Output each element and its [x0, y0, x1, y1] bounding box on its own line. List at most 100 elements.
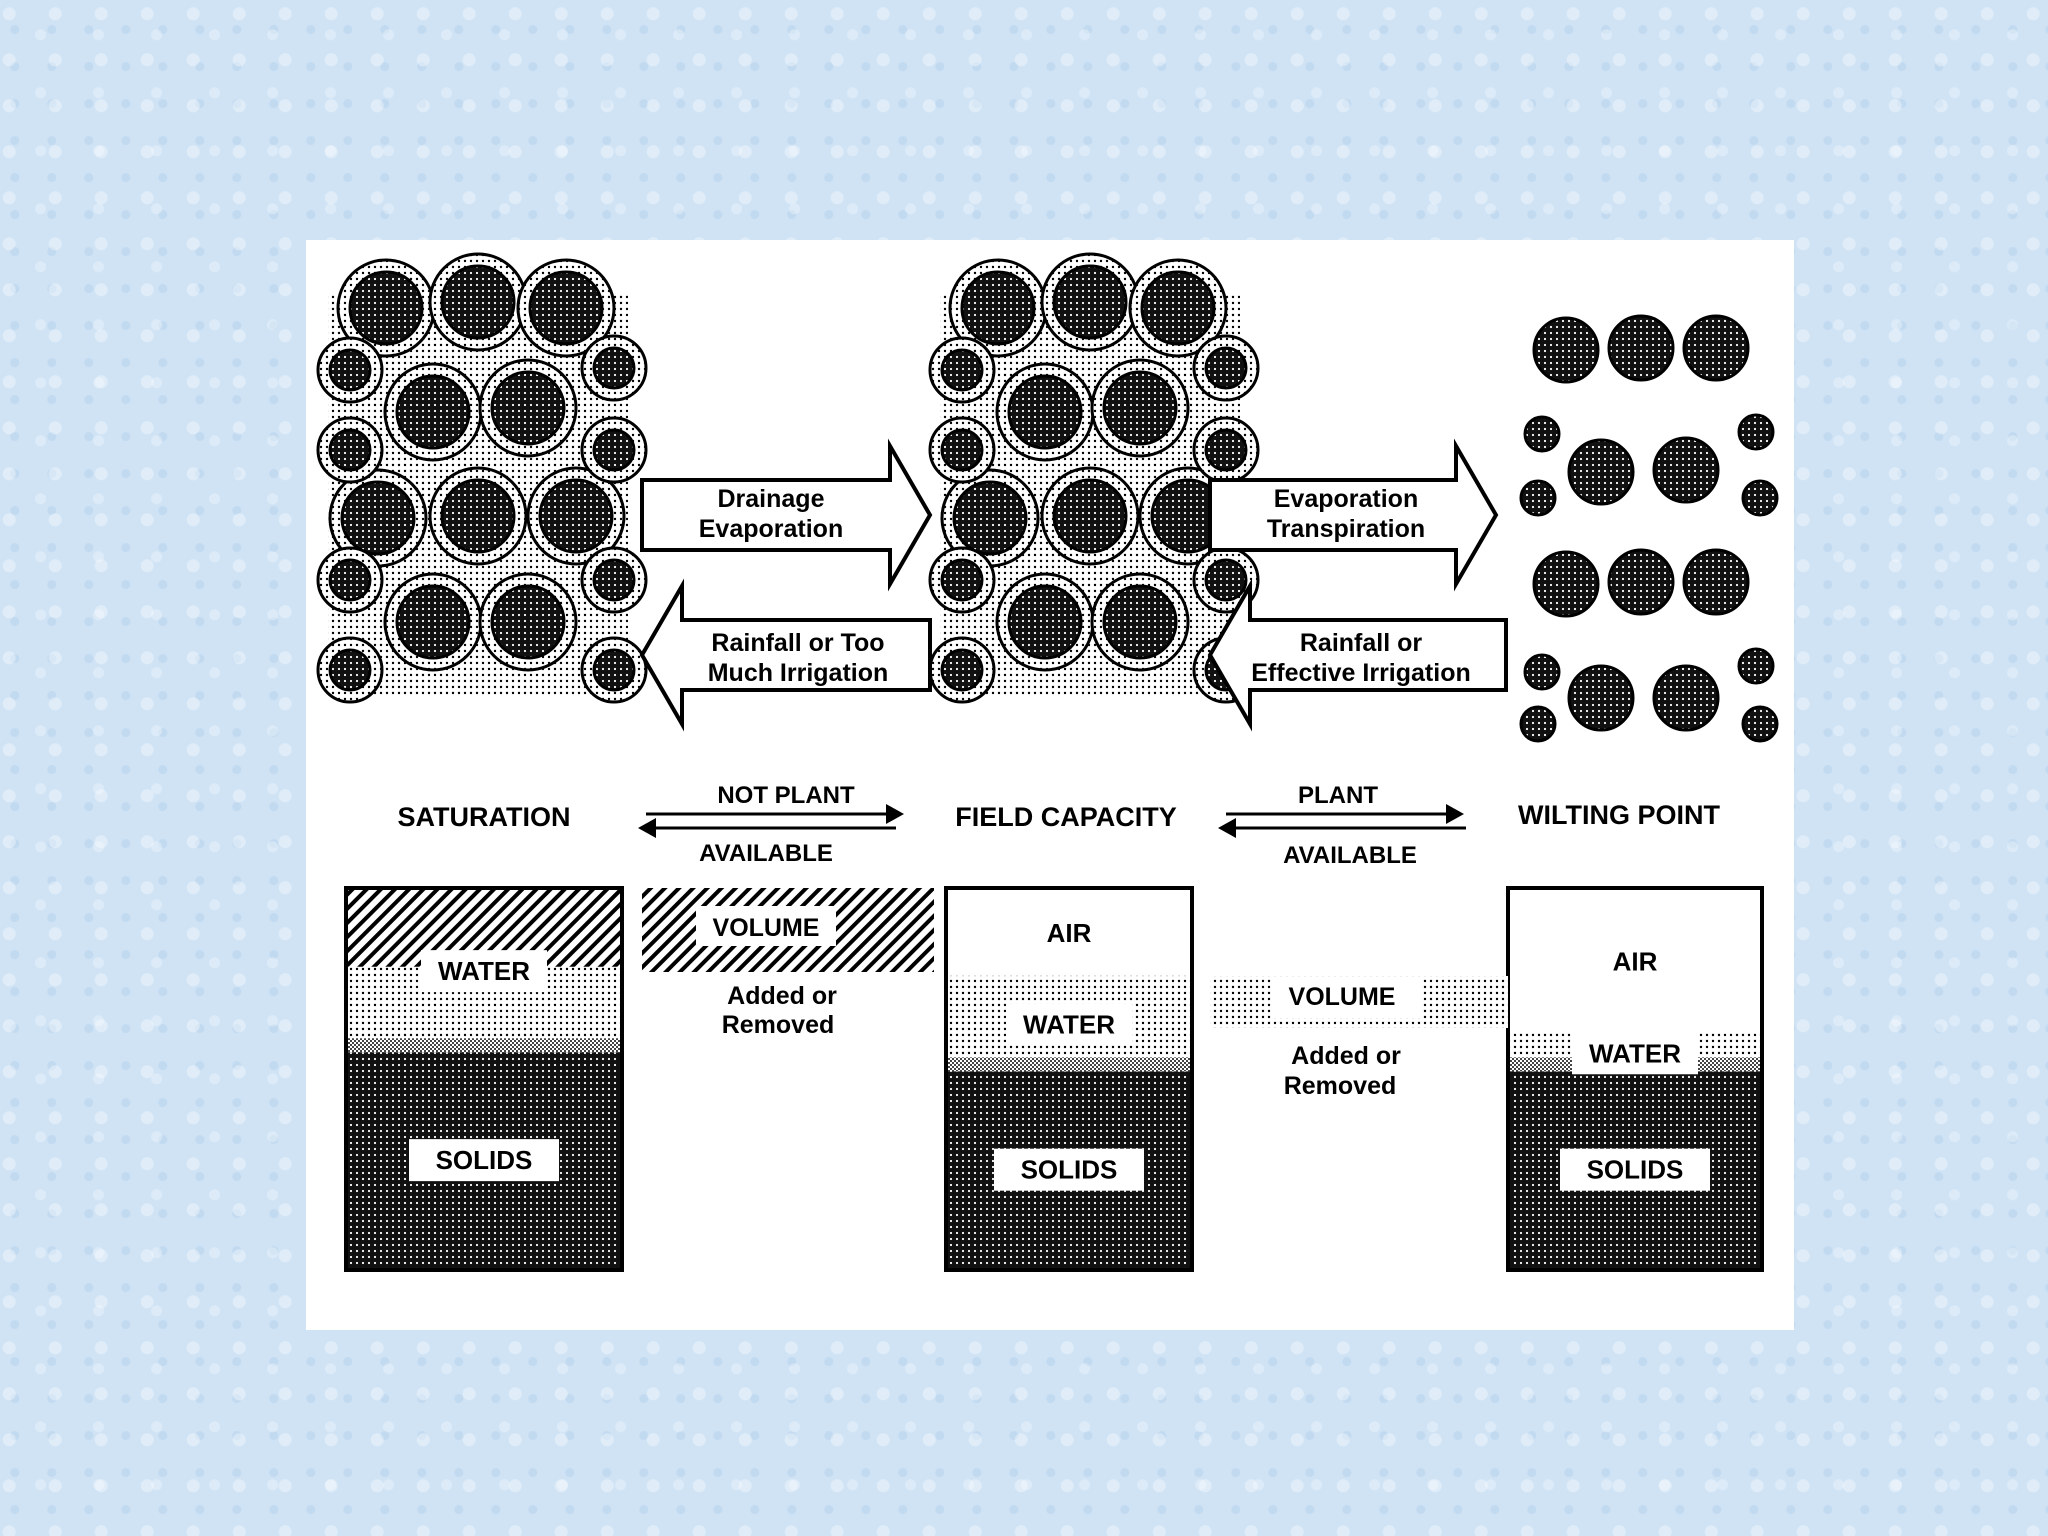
soil-particle: [316, 546, 384, 614]
arrow-label-line2: Transpiration: [1267, 515, 1425, 543]
soil-particle: [1128, 258, 1228, 358]
soil-particle: [1652, 664, 1720, 732]
soil-particle: [1567, 438, 1635, 506]
soil-water-diagram: Drainage Evaporation Rainfall or Too Muc…: [316, 252, 1779, 1272]
volume-label: VOLUME: [1289, 983, 1396, 1011]
soil-particle: [1741, 705, 1779, 743]
svg-text:WATER: WATER: [1023, 1010, 1115, 1040]
arrow-evaporation-transpiration: Evaporation Transpiration: [1208, 438, 1499, 592]
volume-note-left: VOLUME Added or Removed: [642, 888, 934, 1039]
soil-particle: [940, 468, 1040, 568]
volume-bar-field-capacity: AIR WATER SOLIDS: [944, 886, 1194, 1272]
bar-outline: [1506, 886, 1764, 1272]
arrow-label-line1: Rainfall or: [1300, 629, 1423, 657]
soil-particle: [580, 636, 648, 704]
air-label: AIR: [1034, 911, 1104, 954]
solids-label: SOLIDS: [994, 1148, 1144, 1191]
volume-note-line2: Removed: [722, 1011, 835, 1039]
plant-available-indicator: PLANT AVAILABLE: [1218, 782, 1466, 869]
soil-particle: [383, 362, 483, 462]
state-label-saturation: SATURATION: [398, 802, 571, 832]
arrow-drainage-evaporation: Drainage Evaporation: [640, 438, 933, 592]
water-label: WATER: [1572, 1032, 1698, 1075]
soil-particle: [1090, 572, 1190, 672]
state-label-field-capacity: FIELD CAPACITY: [955, 802, 1177, 832]
soil-particle: [1090, 358, 1190, 458]
soil-particle: [1741, 479, 1779, 517]
svg-text:AIR: AIR: [1613, 947, 1658, 977]
soil-particle: [928, 546, 996, 614]
soil-particle: [928, 416, 996, 484]
soil-particle: [1607, 548, 1675, 616]
soil-particle: [1652, 436, 1720, 504]
soil-particle: [1532, 550, 1600, 618]
arrow-label-line2: Effective Irrigation: [1251, 659, 1471, 687]
soil-particle: [526, 466, 626, 566]
soil-particle: [1192, 334, 1260, 402]
soil-particle: [1519, 479, 1557, 517]
volume-note-right: VOLUME Added or Removed: [1210, 976, 1508, 1100]
soil-particle: [1519, 705, 1557, 743]
soil-particle: [1607, 314, 1675, 382]
volume-note-line2: Removed: [1284, 1072, 1397, 1100]
soil-particle: [1737, 647, 1775, 685]
soil-particle: [516, 258, 616, 358]
soil-particle: [1567, 664, 1635, 732]
not-plant-available-indicator: NOT PLANT AVAILABLE: [638, 782, 904, 867]
soil-particle: [928, 336, 996, 404]
arrow-rainfall-effective-irrigation: Rainfall or Effective Irrigation: [1207, 578, 1508, 732]
arrow-label-line1: Evaporation: [1274, 485, 1418, 513]
arrow-rainfall-too-much-irrigation: Rainfall or Too Much Irrigation: [639, 578, 932, 732]
wilting-point-soil-particles: [1519, 314, 1779, 743]
solids-label: SOLIDS: [409, 1139, 559, 1182]
soil-particle: [1040, 466, 1140, 566]
svg-text:SOLIDS: SOLIDS: [1587, 1155, 1684, 1185]
arrow-label-line1: Rainfall or Too: [711, 629, 884, 657]
water-transition-band: [346, 1038, 622, 1053]
availability-bottom-label: AVAILABLE: [1283, 842, 1417, 869]
soil-particle: [316, 336, 384, 404]
soil-particle: [1523, 653, 1561, 691]
soil-particle: [1523, 415, 1561, 453]
svg-text:WATER: WATER: [438, 956, 530, 986]
volume-label: VOLUME: [713, 914, 820, 942]
availability-top-label: NOT PLANT: [717, 782, 855, 809]
soil-particle: [995, 362, 1095, 462]
bar-outline: [944, 886, 1194, 1272]
svg-text:SOLIDS: SOLIDS: [1021, 1155, 1118, 1185]
diagram-panel: Drainage Evaporation Rainfall or Too Muc…: [306, 240, 1794, 1330]
arrow-label-line1: Drainage: [718, 485, 825, 513]
arrow-label-line2: Much Irrigation: [708, 659, 889, 687]
soil-particle: [928, 636, 996, 704]
soil-particle: [1040, 252, 1140, 352]
volume-bar-saturation: WATER SOLIDS: [344, 886, 624, 1272]
soil-particle: [948, 258, 1048, 358]
soil-particle: [428, 466, 528, 566]
soil-particle: [478, 358, 578, 458]
soil-particle: [995, 572, 1095, 672]
soil-particle: [1532, 316, 1600, 384]
water-label: WATER: [421, 950, 547, 993]
soil-particle: [478, 572, 578, 672]
soil-particle: [580, 546, 648, 614]
state-label-wilting-point: WILTING POINT: [1518, 800, 1720, 830]
volume-note-line1: Added or: [727, 982, 837, 1010]
water-transition-band: [946, 1057, 1192, 1072]
saturation-soil-particles: [316, 252, 648, 704]
arrow-label-line2: Evaporation: [699, 515, 843, 543]
soil-particle: [428, 252, 528, 352]
solids-label: SOLIDS: [1560, 1148, 1710, 1191]
soil-particle: [1682, 548, 1750, 616]
water-label: WATER: [1006, 1003, 1132, 1046]
soil-particle: [328, 468, 428, 568]
soil-particle: [316, 636, 384, 704]
soil-particle: [1682, 314, 1750, 382]
air-label: AIR: [1600, 940, 1670, 983]
volume-bar-wilting-point: AIR WATER SOLIDS: [1506, 886, 1764, 1272]
soil-particle: [1737, 413, 1775, 451]
volume-note-line1: Added or: [1291, 1042, 1401, 1070]
soil-particle: [383, 572, 483, 672]
svg-text:WATER: WATER: [1589, 1038, 1681, 1068]
soil-particle: [316, 416, 384, 484]
soil-particle: [580, 416, 648, 484]
